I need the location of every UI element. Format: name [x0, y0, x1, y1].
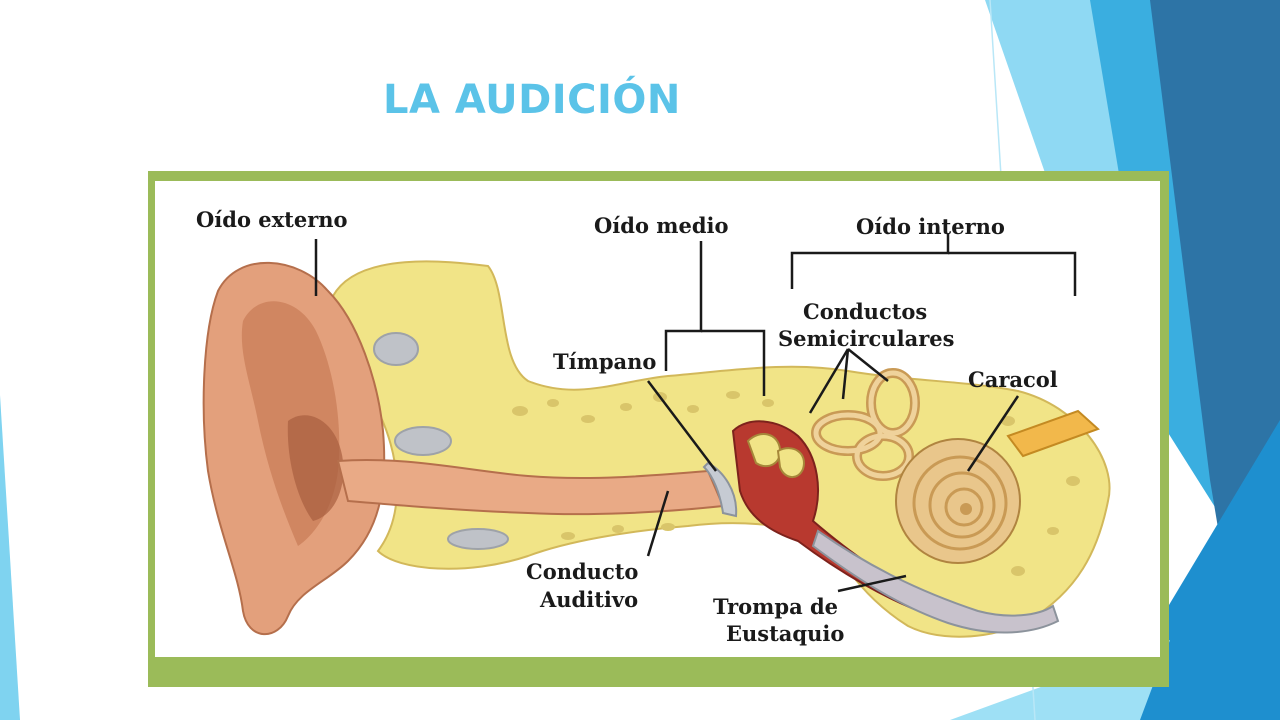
ossicles: [746, 433, 805, 478]
label-cochlea: Caracol: [968, 367, 1058, 392]
page-title: LA AUDICIÓN: [383, 77, 681, 123]
label-ear-canal-line2: Auditivo: [539, 587, 638, 612]
label-eustachian-line1: Trompa de: [713, 594, 838, 619]
deco-triangle-left: [0, 395, 20, 720]
label-ear-canal-line1: Conducto: [526, 559, 638, 584]
auditory-nerve: [1006, 409, 1100, 458]
cartilage-bottom: [447, 528, 509, 550]
label-eardrum: Tímpano: [553, 349, 656, 374]
cartilage-upper: [373, 332, 419, 366]
label-eustachian-line2: Eustaquio: [726, 621, 844, 646]
ear-diagram-frame: Oído externo Oído medio Oído interno Con…: [148, 171, 1169, 687]
label-inner-ear: Oído interno: [856, 214, 1005, 239]
pinna-concha: [287, 415, 344, 521]
label-middle-ear: Oído medio: [594, 213, 729, 238]
eardrum: [702, 461, 738, 518]
eustachian-tube: [811, 529, 1060, 634]
semicircular-canals-inner: [813, 370, 918, 479]
cartilage-lower: [394, 426, 452, 456]
label-canals-line2: Semicirculares: [778, 326, 954, 351]
ear-diagram: Oído externo Oído medio Oído interno Con…: [155, 181, 1160, 657]
label-canals-line1: Conductos: [803, 299, 927, 324]
label-outer-ear: Oído externo: [196, 207, 348, 232]
cochlea: [895, 438, 1021, 564]
label-pointer-lines: [314, 233, 1077, 593]
